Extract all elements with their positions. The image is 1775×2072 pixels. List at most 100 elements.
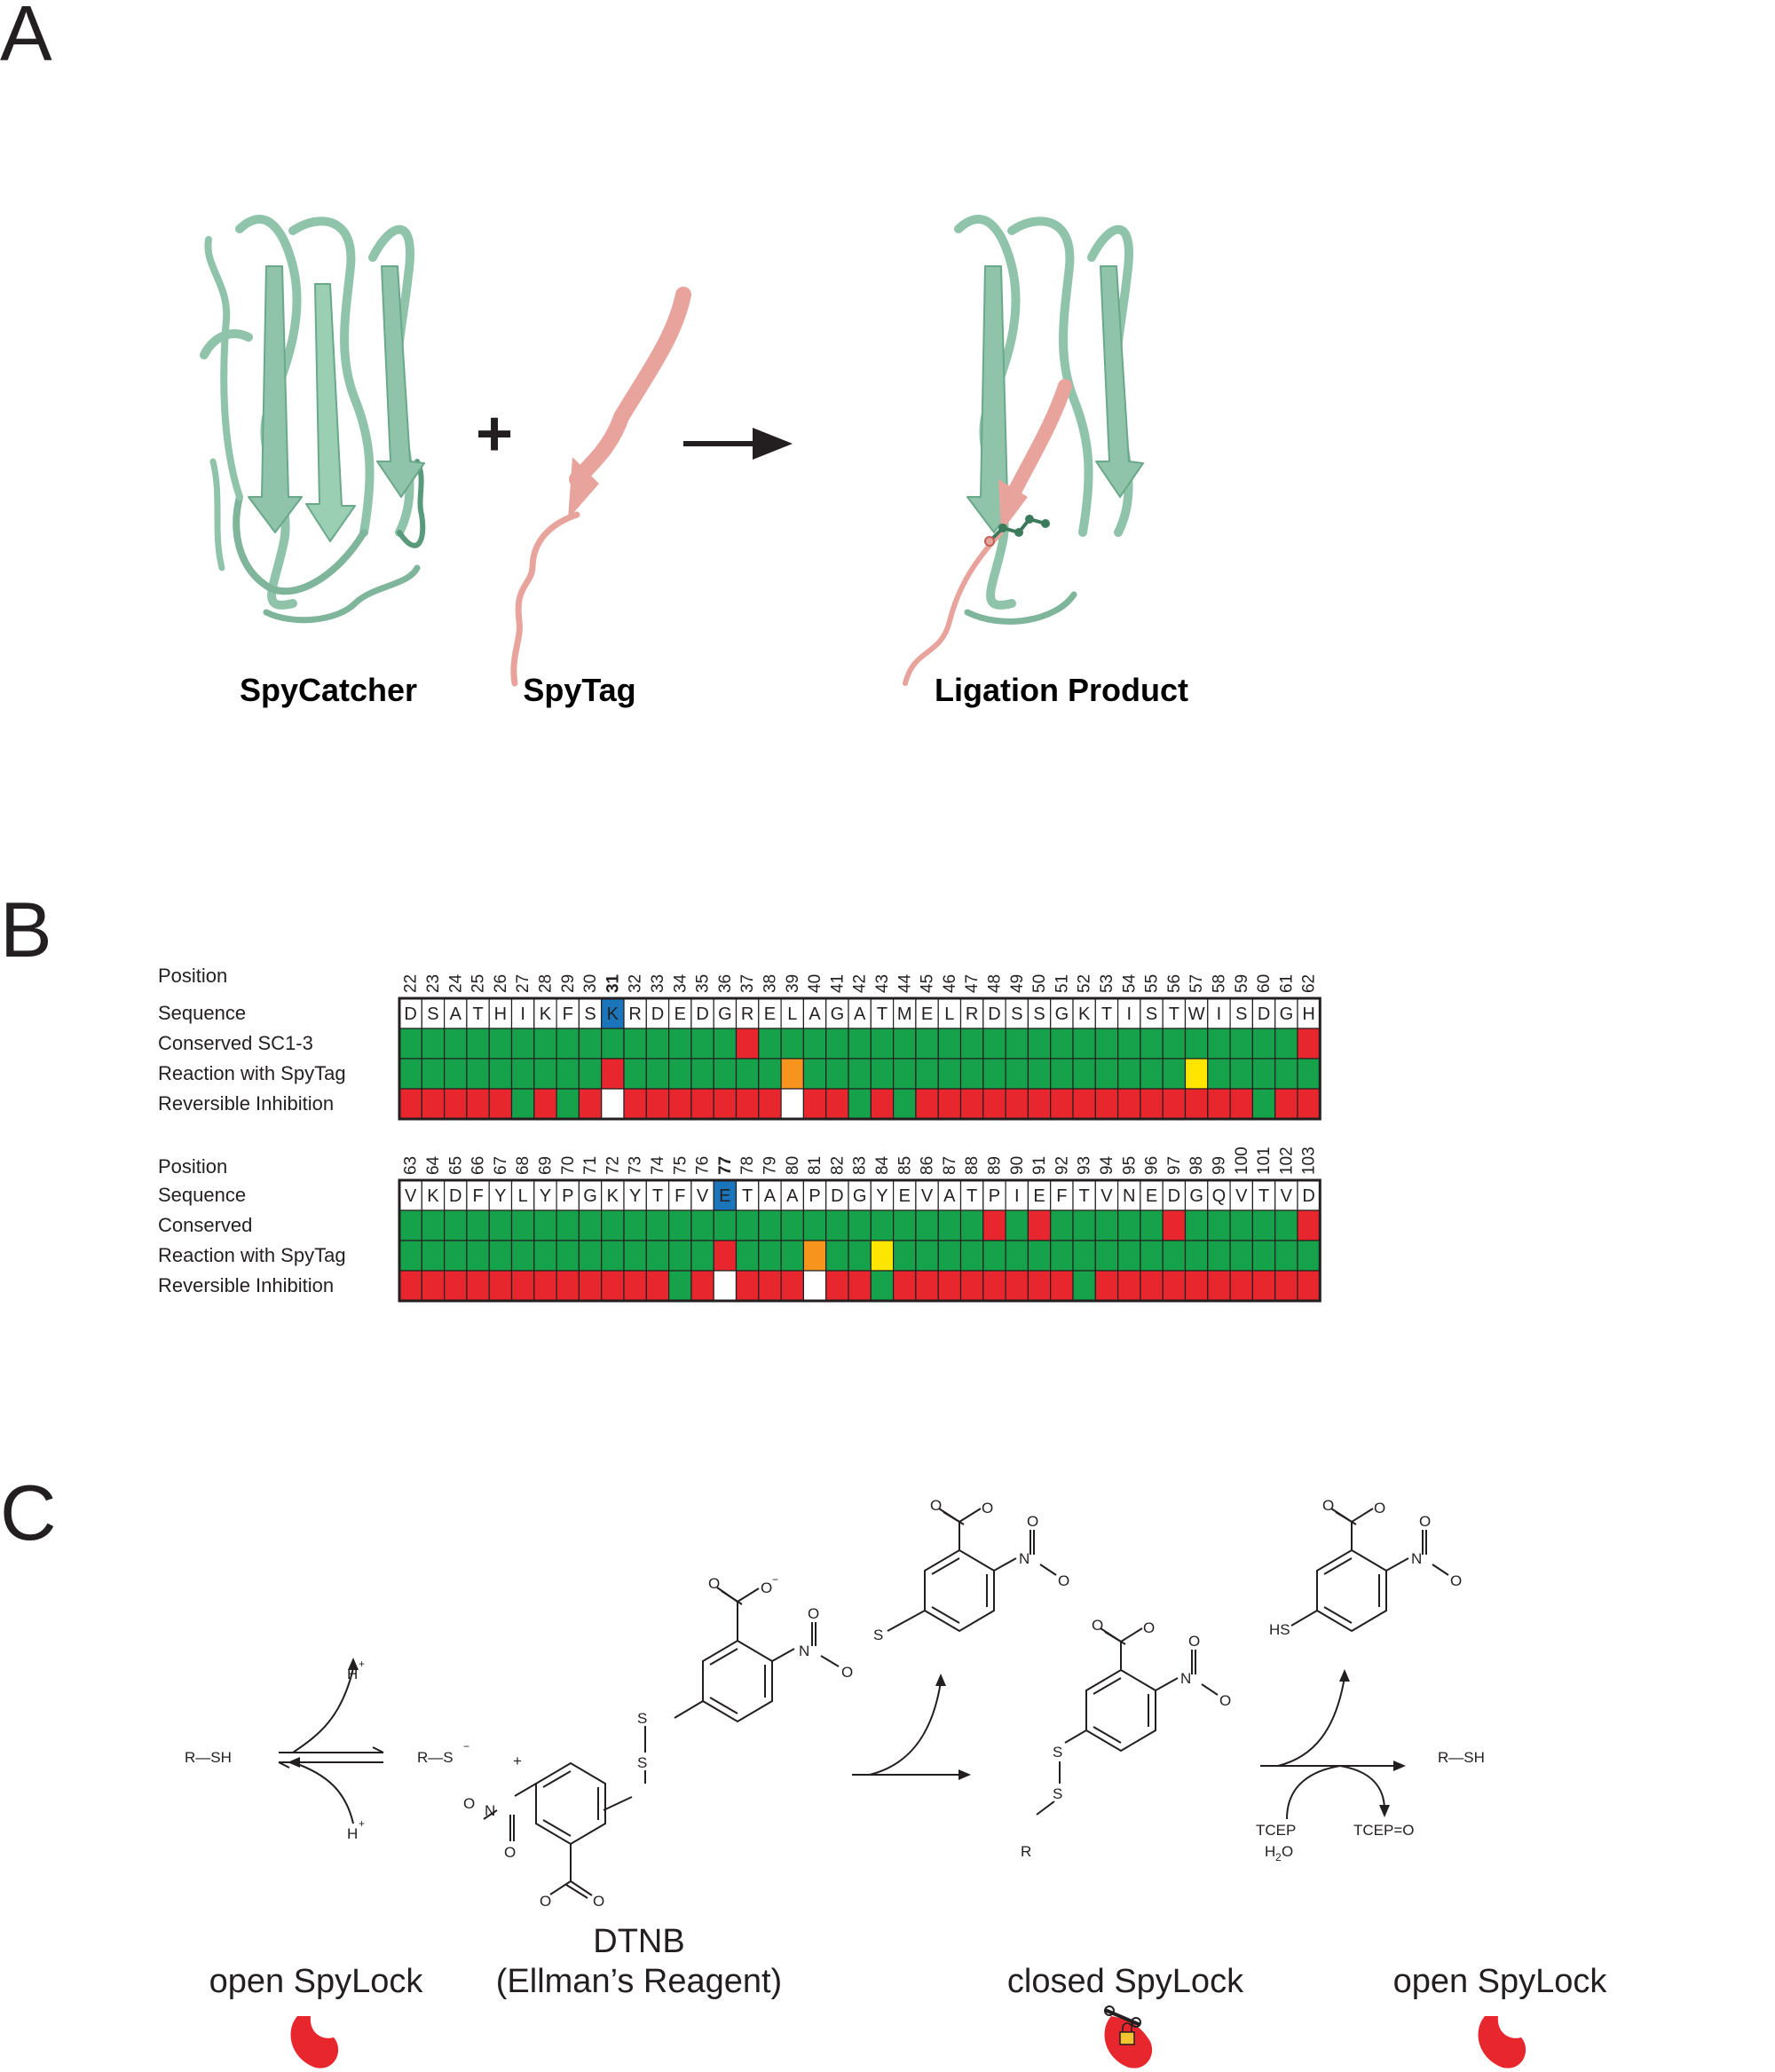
sequence-letter: L <box>787 1004 797 1024</box>
conserved-cell <box>690 1028 714 1060</box>
inhibition-cell <box>1094 1088 1119 1120</box>
sequence-cell <box>1162 997 1187 1029</box>
sequence-letter: S <box>1235 1004 1247 1024</box>
inhibition-cell <box>1050 1088 1074 1120</box>
reaction-cell <box>1005 1058 1029 1090</box>
sequence-letter: K <box>607 1186 619 1206</box>
position-number: 31 <box>604 973 622 993</box>
position-number: 30 <box>581 974 600 993</box>
inhibition-cell <box>533 1088 557 1120</box>
reaction-cell <box>959 1240 984 1272</box>
h2o-o: O <box>1282 1843 1293 1860</box>
position-number: 36 <box>716 974 735 993</box>
position-number: 41 <box>828 974 847 993</box>
sequence-letter: G <box>718 1004 732 1024</box>
conserved-cell <box>645 1028 670 1060</box>
position-number: 100 <box>1233 1146 1251 1175</box>
reaction-cell <box>398 1240 422 1272</box>
reaction-cell <box>1027 1240 1052 1272</box>
row-label-reversible-inhibition: Reversible Inhibition <box>158 1274 334 1296</box>
reaction-cell <box>1005 1240 1029 1272</box>
sequence-letter: D <box>651 1004 664 1024</box>
conserved-cell <box>421 1209 446 1241</box>
inhibition-cell <box>892 1270 917 1302</box>
inhibition-cell <box>1027 1270 1052 1302</box>
inhibition-cell <box>982 1270 1006 1302</box>
inhibition-cell <box>667 1088 692 1120</box>
reaction-cell <box>1116 1240 1141 1272</box>
position-number: 43 <box>873 974 892 993</box>
conserved-cell <box>735 1209 760 1241</box>
position-number: 45 <box>919 974 937 993</box>
position-number: 24 <box>446 973 465 993</box>
conserved-cell <box>1184 1028 1209 1060</box>
inhibition-cell <box>556 1088 580 1120</box>
sequence-letter: V <box>1100 1186 1113 1206</box>
sequence-cell <box>825 1179 849 1211</box>
tcep-oxide: TCEP=O <box>1353 1822 1415 1839</box>
conserved-cell <box>623 1028 647 1060</box>
conserved-cell <box>1005 1028 1029 1060</box>
h-plus-top-charge: + <box>359 1658 365 1670</box>
conserved-cell <box>1140 1209 1164 1241</box>
tnb1-n-o2: O <box>1058 1572 1069 1589</box>
position-number: 76 <box>694 1156 713 1175</box>
reaction-cell <box>1274 1058 1298 1090</box>
conserved-cell <box>1274 1028 1298 1060</box>
sequence-letter: T <box>877 1004 888 1024</box>
reaction-cell <box>735 1240 760 1272</box>
inhibition-cell <box>1251 1270 1276 1302</box>
conserved-cell <box>1251 1209 1276 1241</box>
conserved-cell <box>848 1028 872 1060</box>
sequence-cell <box>1184 997 1209 1029</box>
inhibition-cell <box>1162 1088 1187 1120</box>
sequence-cell <box>870 1179 895 1211</box>
conserved-cell <box>959 1028 984 1060</box>
inhibition-cell <box>623 1088 647 1120</box>
reaction-cell <box>848 1240 872 1272</box>
dtnb-n1-o2: O <box>841 1664 853 1681</box>
inhibition-cell <box>1072 1088 1096 1120</box>
conserved-cell <box>758 1209 782 1241</box>
reaction-cell <box>1050 1240 1074 1272</box>
position-number: 99 <box>1210 1156 1228 1175</box>
position-number: 50 <box>1030 974 1049 993</box>
position-number: 29 <box>559 974 578 993</box>
reaction-cell <box>758 1240 782 1272</box>
reaction-cell <box>802 1240 827 1272</box>
reaction-cell <box>892 1058 917 1090</box>
reaction-cell <box>1229 1058 1253 1090</box>
sequence-letter: G <box>1055 1004 1069 1024</box>
position-number: 51 <box>1053 974 1071 993</box>
sequence-letter: R <box>741 1004 753 1024</box>
sequence-letter: E <box>921 1004 933 1024</box>
ligation-product-structure <box>903 215 1144 686</box>
panel-a-letter: A <box>0 0 52 77</box>
position-number: 42 <box>851 974 870 993</box>
sequence-letter: K <box>1078 1004 1091 1024</box>
sequence-cell <box>398 1179 422 1211</box>
sequence-letter: G <box>853 1186 867 1206</box>
position-number: 75 <box>671 1156 690 1175</box>
conserved-cell <box>533 1209 557 1241</box>
position-number: 68 <box>514 1156 532 1175</box>
tnb2-n-o: O <box>1419 1513 1431 1530</box>
reaction-cell <box>556 1240 580 1272</box>
sequence-letter: A <box>450 1004 462 1024</box>
position-number: 56 <box>1165 974 1184 993</box>
sequence-letter: V <box>1235 1186 1248 1206</box>
position-number: 95 <box>1120 1156 1139 1175</box>
inhibition-cell <box>690 1088 714 1120</box>
conserved-cell <box>667 1028 692 1060</box>
inhibition-cell <box>1116 1270 1141 1302</box>
inhibition-cell <box>713 1088 738 1120</box>
sequence-letter: T <box>1101 1004 1112 1024</box>
reaction-cell <box>398 1058 422 1090</box>
tnb2-o1: O <box>1322 1497 1334 1514</box>
sequence-letter: G <box>1280 1004 1294 1024</box>
conserved-cell <box>690 1209 714 1241</box>
conserved-cell <box>556 1028 580 1060</box>
conserved-cell <box>510 1028 535 1060</box>
